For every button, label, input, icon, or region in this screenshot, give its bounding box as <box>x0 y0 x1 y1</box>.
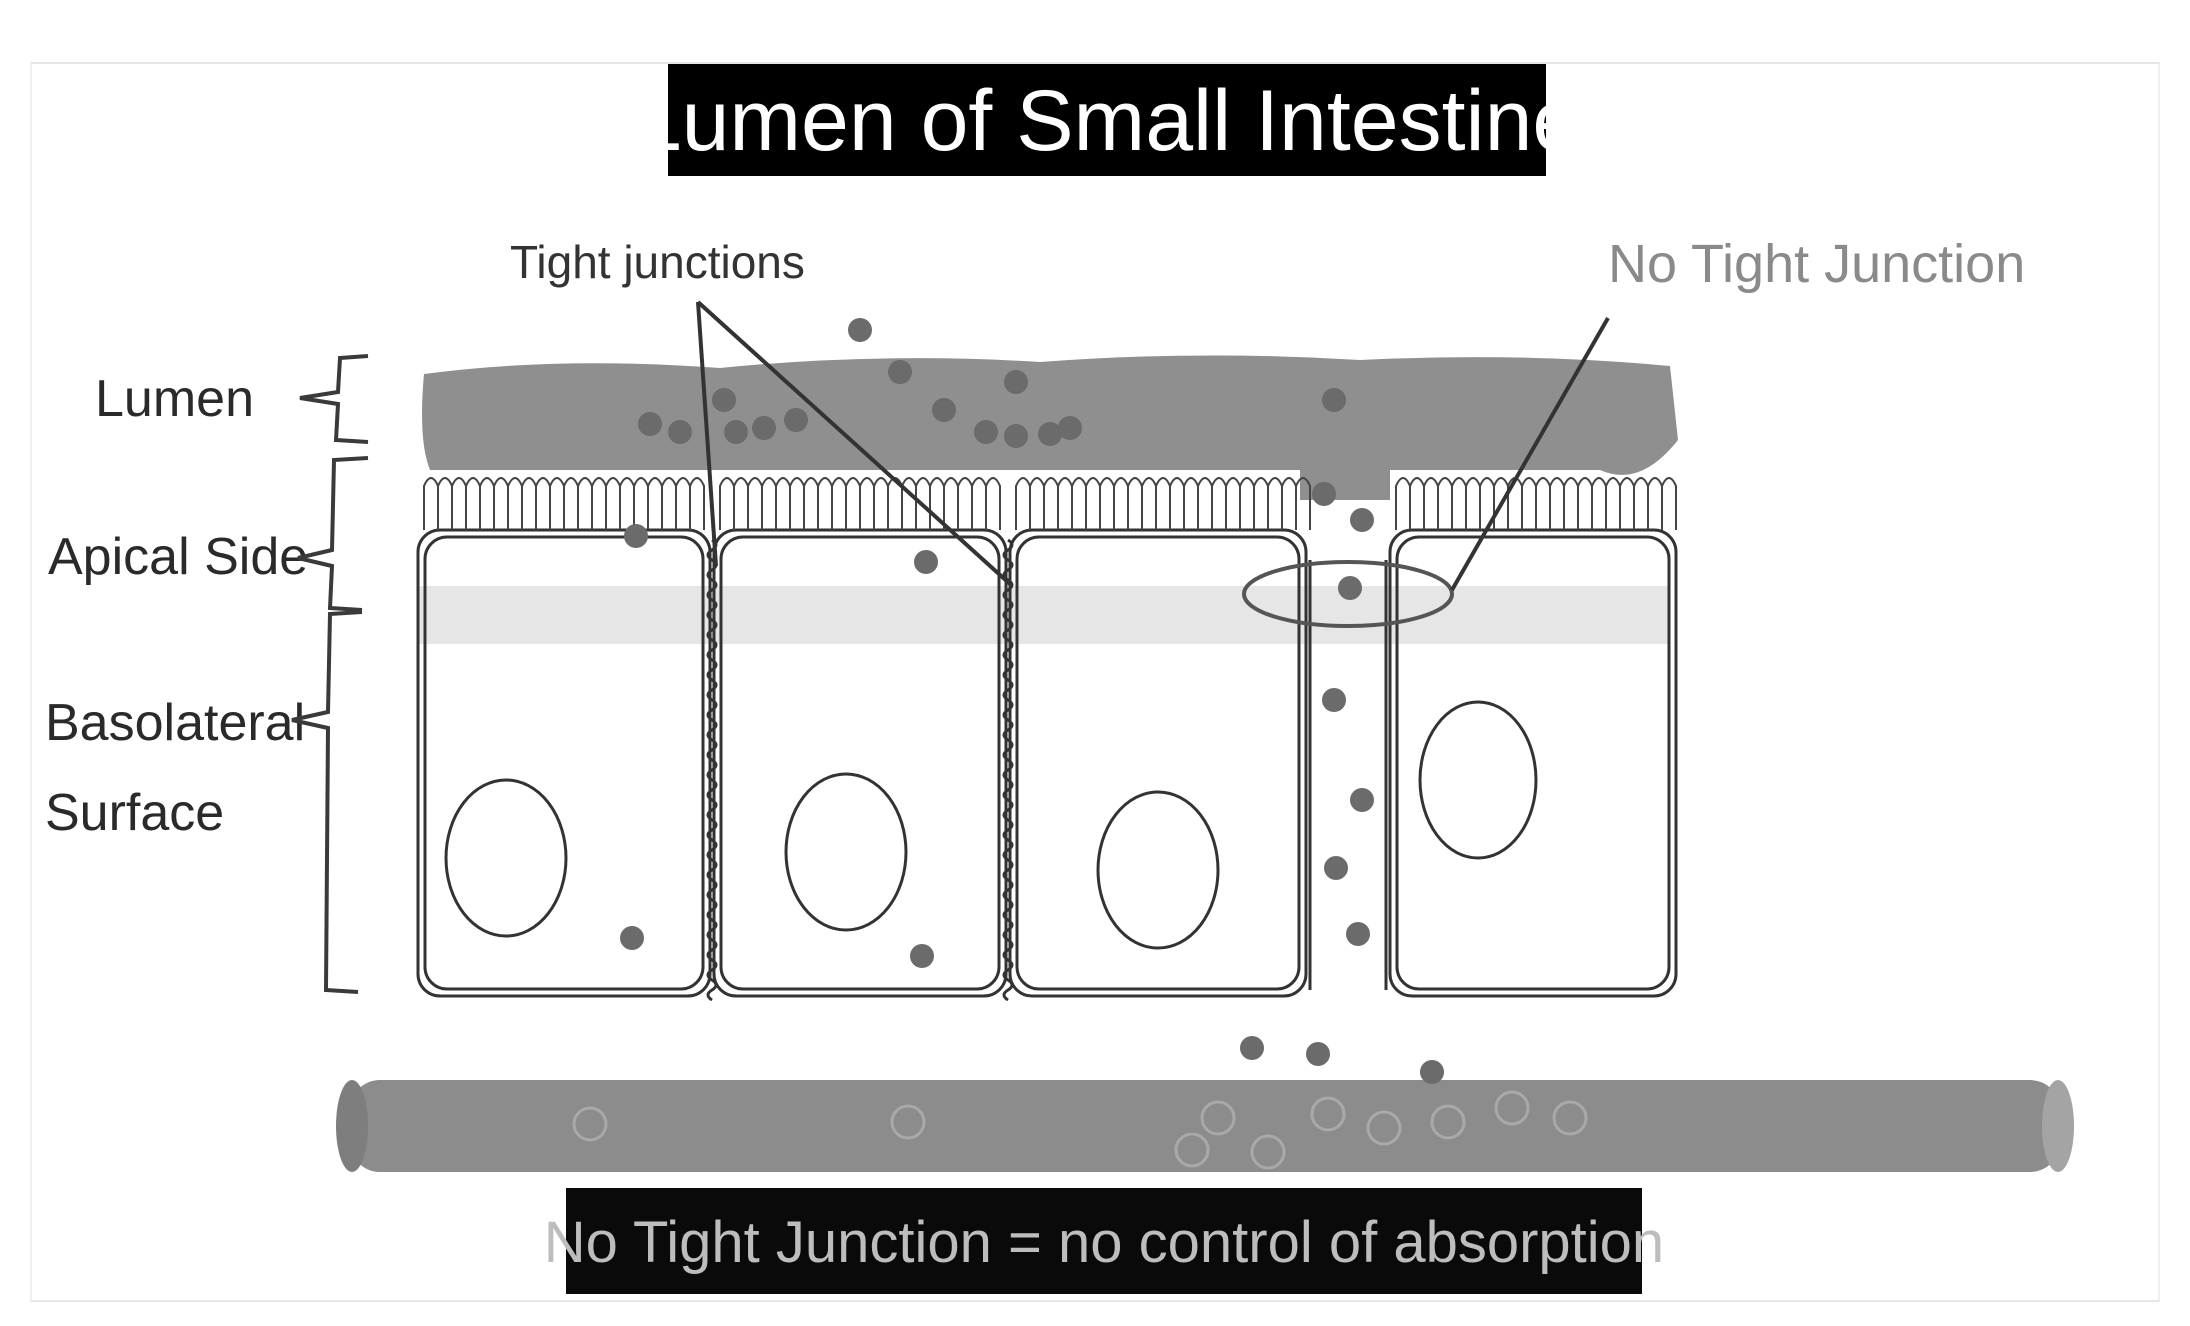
particle <box>1324 856 1348 880</box>
particle <box>620 926 644 950</box>
cell-1-microvilli <box>423 477 705 530</box>
particle <box>752 416 776 440</box>
tight-junction-2 <box>1002 538 1014 1002</box>
particle <box>712 388 736 412</box>
particle <box>1240 1036 1264 1060</box>
cell-3 <box>1008 477 1311 998</box>
lumen-bracket <box>299 354 369 444</box>
particle <box>668 420 692 444</box>
cell-1 <box>416 477 712 998</box>
particle <box>638 412 662 436</box>
diagram-title: Lumen of Small Intestine <box>634 73 1581 169</box>
particle <box>1038 422 1062 446</box>
cell-2-microvilli <box>719 477 1001 530</box>
particle <box>932 398 956 422</box>
particle <box>724 420 748 444</box>
particle <box>848 318 872 342</box>
no-tight-junction-label: No Tight Junction <box>1608 234 2025 294</box>
particle <box>1338 576 1362 600</box>
figure-frame <box>30 62 2160 1302</box>
particle <box>1004 424 1028 448</box>
cell-2 <box>712 477 1008 998</box>
apical-band <box>418 586 1668 644</box>
tight-junctions-label: Tight junctions <box>510 236 805 288</box>
footer-banner: No Tight Junction = no control of absorp… <box>544 1188 1664 1294</box>
title-banner: Lumen of Small Intestine <box>634 64 1581 176</box>
absorbed-particles <box>620 318 1444 1084</box>
callout-lines <box>696 300 1610 591</box>
apical-bracket <box>297 456 369 612</box>
paracellular-gap <box>1308 560 1388 990</box>
particle <box>1322 688 1346 712</box>
cell-3-nucleus <box>1096 790 1220 950</box>
particle <box>974 420 998 444</box>
cell-1-nucleus <box>444 778 568 938</box>
basolateral-label-line1: Basolateral <box>45 694 305 752</box>
basolateral-bracket <box>291 610 363 994</box>
tight-junction-1 <box>706 538 718 1002</box>
lumen-label: Lumen <box>95 370 254 428</box>
particle <box>1312 482 1336 506</box>
particle <box>1058 416 1082 440</box>
particle <box>910 944 934 968</box>
no-junction-ellipse <box>1242 560 1454 628</box>
particle <box>888 360 912 384</box>
particle <box>1322 388 1346 412</box>
particle <box>784 408 808 432</box>
particle <box>1306 1042 1330 1066</box>
epithelial-cells <box>416 477 1678 1002</box>
particle <box>1004 370 1028 394</box>
particle <box>1346 922 1370 946</box>
particle <box>1420 1060 1444 1084</box>
particle <box>914 550 938 574</box>
cell-4-microvilli <box>1395 477 1677 530</box>
particle <box>1350 508 1374 532</box>
particle <box>624 524 648 548</box>
basolateral-label-line2: Surface <box>45 784 224 842</box>
blood-vessel <box>336 1080 2074 1172</box>
side-brackets <box>291 354 369 994</box>
cell-4-nucleus <box>1418 700 1538 860</box>
footer-caption: No Tight Junction = no control of absorp… <box>544 1210 1664 1275</box>
cell-2-nucleus <box>784 772 908 932</box>
particle <box>1350 788 1374 812</box>
apical-side-label: Apical Side <box>48 528 308 586</box>
cell-3-microvilli <box>1015 477 1311 530</box>
cell-4 <box>1388 477 1678 998</box>
